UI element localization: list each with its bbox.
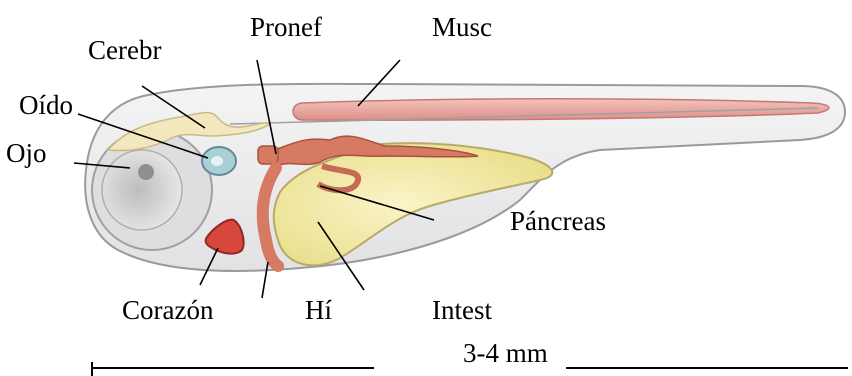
label-corazon: Corazón (122, 297, 213, 324)
label-ojo: Ojo (6, 140, 47, 167)
eye-lens (102, 150, 182, 230)
label-cerebr: Cerebr (88, 37, 161, 64)
label-scale: 3-4 mm (463, 340, 548, 367)
ear-otolith (211, 156, 223, 166)
label-pronef: Pronef (250, 14, 322, 41)
label-musc: Musc (432, 14, 492, 41)
label-pancreas: Páncreas (510, 208, 606, 235)
label-hi: Hí (305, 297, 332, 324)
eye-pupil (138, 164, 154, 180)
label-oido: Oído (19, 92, 73, 119)
label-intest: Intest (432, 297, 492, 324)
